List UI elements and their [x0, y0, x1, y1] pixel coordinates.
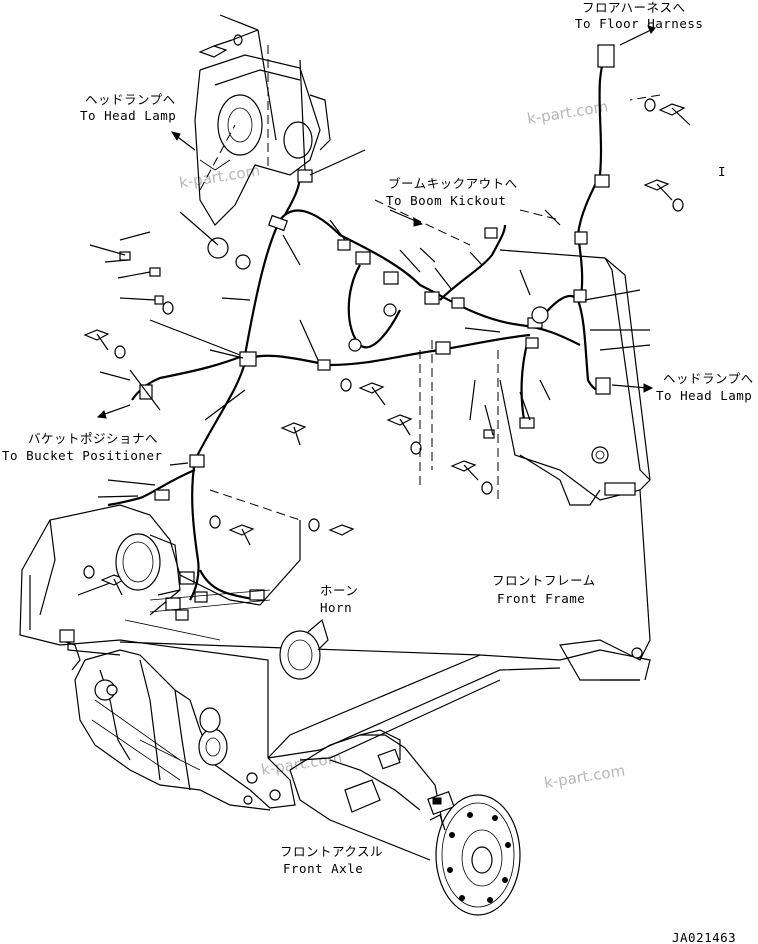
label-floor-harness-jp: フロアハーネスへ [582, 0, 686, 15]
label-head-lamp-right-jp: ヘッドランプへ [663, 371, 754, 386]
front-frame [119, 249, 651, 761]
watermark-top-right: k-part.com [526, 97, 609, 128]
label-bucket-positioner-en: To Bucket Positioner [2, 448, 163, 463]
label-horn-jp: ホーン [320, 583, 358, 598]
transmission [74, 649, 296, 811]
fasteners [83, 98, 691, 596]
label-horn-en: Horn [320, 600, 352, 615]
left-bracket [194, 34, 331, 270]
label-front-axle-en: Front Axle [283, 861, 363, 876]
label-boom-kickout-jp: ブームキックアウトへ [388, 176, 518, 191]
label-head-lamp-right-en: To Head Lamp [656, 388, 752, 403]
front-axle [289, 729, 521, 916]
watermark-bottom-right: k-part.com [543, 761, 626, 792]
label-head-lamp-left-jp: ヘッドランプへ [85, 92, 176, 107]
front-body [19, 504, 329, 758]
corner-mark: I [718, 164, 726, 179]
leader-lines [77, 14, 651, 616]
destination-arrows [96, 25, 656, 419]
label-front-frame-en: Front Frame [497, 591, 585, 606]
label-boom-kickout-en: To Boom Kickout [386, 193, 506, 208]
label-front-axle-jp: フロントアクスル [280, 844, 383, 859]
label-floor-harness-en: To Floor Harness [575, 16, 703, 31]
clamps [119, 44, 615, 585]
label-bucket-positioner-jp: バケットポジショナへ [28, 431, 158, 446]
dashed-lines [199, 45, 661, 521]
drawing-number: JA021463 [672, 930, 736, 944]
label-front-frame-jp: フロントフレーム [492, 573, 596, 588]
label-head-lamp-left-en: To Head Lamp [80, 108, 176, 123]
